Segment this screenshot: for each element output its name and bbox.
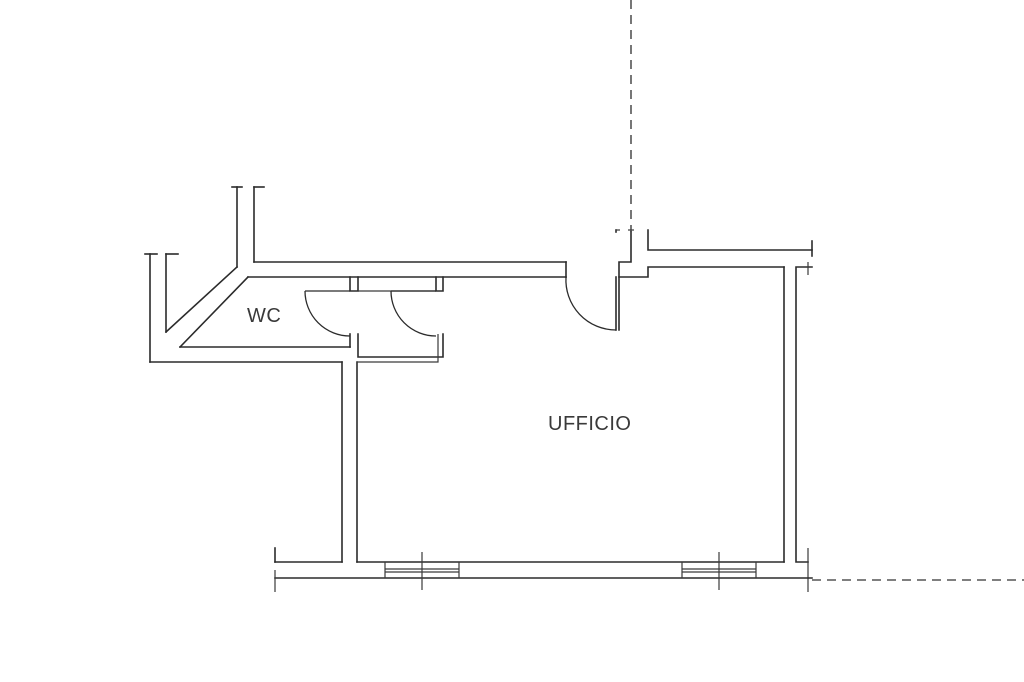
- partition-wall: [349, 276, 359, 292]
- partition-wall: [435, 276, 444, 292]
- dashed-reference-lines: [630, 0, 1024, 581]
- room-label-wc: WC: [247, 305, 281, 327]
- wc-diagonal-wall-inner: [178, 275, 250, 349]
- partition-wall-inner: [357, 334, 439, 363]
- doors: [304, 276, 617, 337]
- door-entrance: [565, 276, 617, 331]
- windows: [384, 552, 757, 590]
- entrance-wall: [618, 231, 632, 331]
- wc-diagonal-wall-outer: [164, 265, 239, 334]
- room-label-office: UFFICIO: [548, 413, 632, 435]
- entrance-wall: [647, 229, 813, 251]
- office-right-wall-outer: [795, 266, 813, 563]
- door-wc: [304, 290, 351, 337]
- door-antibagno: [390, 290, 437, 337]
- walls: [144, 186, 813, 592]
- window-left: [384, 552, 460, 590]
- window-right: [681, 552, 757, 590]
- partition-wall: [357, 333, 444, 358]
- entrance-wall: [618, 266, 785, 278]
